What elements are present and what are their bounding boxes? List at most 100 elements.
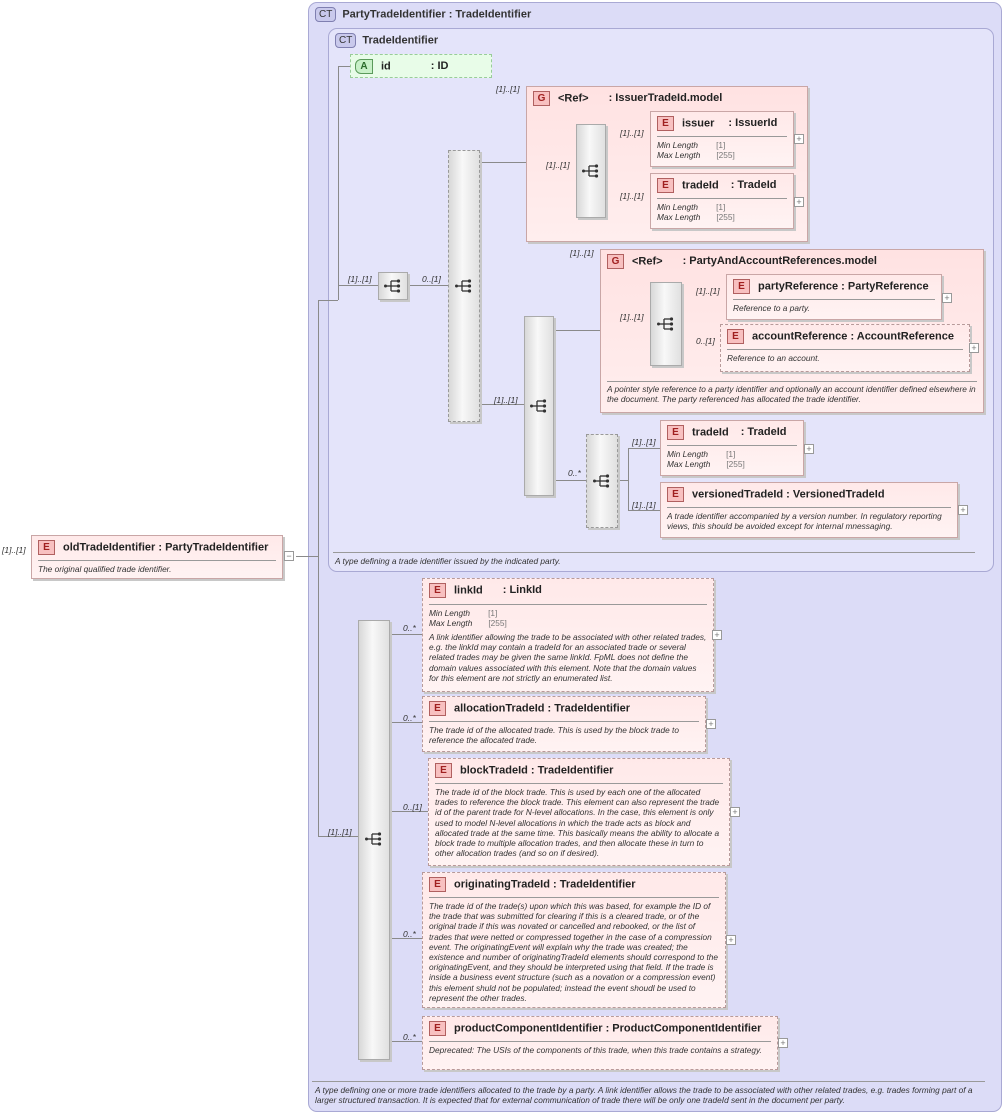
element-doc: Reference to an account. [727, 353, 820, 363]
group-name: : PartyAndAccountReferences.model [682, 255, 877, 268]
connector [338, 285, 378, 286]
sequence-compositor[interactable] [378, 272, 408, 300]
connector [628, 510, 660, 511]
expand-toggle[interactable]: + [794, 134, 804, 144]
element-icon: E [667, 425, 684, 440]
element-type: : TradeIdentifier [553, 878, 636, 891]
expand-toggle[interactable]: + [804, 444, 814, 454]
element-name: linkId [454, 584, 483, 597]
element-icon: E [667, 487, 684, 502]
outer-ct-title: PartyTradeIdentifier : TradeIdentifier [342, 8, 532, 21]
sequence-icon [384, 279, 401, 293]
attribute-name: id [381, 60, 391, 73]
sequence-compositor[interactable] [524, 316, 554, 496]
choice-compositor[interactable] [448, 150, 480, 422]
cardinality: [1]..[1] [348, 274, 372, 284]
group-ref: <Ref> [558, 92, 589, 105]
separator [607, 381, 977, 382]
expand-toggle[interactable]: + [794, 197, 804, 207]
element-name: productComponentIdentifier [454, 1022, 603, 1035]
separator [733, 299, 935, 300]
element-icon: E [429, 583, 446, 598]
element-doc: The trade id of the allocated trade. Thi… [429, 725, 679, 746]
cardinality: 0..[1] [403, 802, 422, 812]
expand-toggle[interactable]: + [969, 343, 979, 353]
cardinality: [1]..[1] [696, 286, 720, 296]
element-type: : ProductComponentIdentifier [605, 1022, 762, 1035]
element-type: : TradeId [730, 179, 777, 192]
connector [318, 300, 319, 836]
connector [628, 448, 660, 449]
expand-toggle[interactable]: + [958, 505, 968, 515]
cardinality: 0..* [403, 1032, 416, 1042]
cardinality: [1]..[1] [496, 84, 520, 94]
element-doc: The trade id of the block trade. This is… [435, 787, 720, 859]
connector [552, 480, 586, 481]
inner-ct-doc: A type defining a trade identifier issue… [335, 556, 561, 566]
element-doc: Deprecated: The USIs of the components o… [429, 1045, 762, 1055]
element-icon: E [38, 540, 55, 555]
connector [388, 634, 422, 635]
collapse-toggle[interactable]: − [284, 551, 294, 561]
element-icon: E [435, 763, 452, 778]
choice-compositor[interactable] [586, 434, 618, 528]
separator [727, 349, 963, 350]
connector [338, 66, 350, 67]
separator [38, 560, 276, 561]
sequence-compositor[interactable] [576, 124, 606, 218]
expand-toggle[interactable]: + [730, 807, 740, 817]
choice-icon [593, 474, 610, 488]
element-name: allocationTradeId [454, 702, 545, 715]
connector [388, 811, 428, 812]
separator [429, 721, 699, 722]
element-icon: E [657, 116, 674, 131]
element-type: : AccountReference [850, 330, 954, 343]
expand-toggle[interactable]: + [778, 1038, 788, 1048]
element-icon: E [429, 1021, 446, 1036]
element-type: : LinkId [502, 584, 542, 597]
element-name: originatingTradeId [454, 878, 550, 891]
group-icon: G [533, 91, 550, 106]
inner-ct-doc-separator [333, 552, 975, 553]
element-icon: E [429, 701, 446, 716]
expand-toggle[interactable]: + [712, 630, 722, 640]
cardinality: [1]..[1] [494, 395, 518, 405]
connector [478, 404, 524, 405]
expand-toggle[interactable]: + [942, 293, 952, 303]
facet-max-length: Max Length[255] [657, 212, 735, 222]
facet-min-length: Min Length[1] [429, 608, 498, 618]
group-icon: G [607, 254, 624, 269]
separator [667, 445, 797, 446]
sequence-compositor[interactable] [650, 282, 682, 366]
group-header: G<Ref>: IssuerTradeId.model [533, 91, 722, 106]
facet-min-length: Min Length[1] [657, 202, 726, 212]
cardinality: [1]..[1] [632, 500, 656, 510]
connector [478, 162, 526, 163]
sequence-compositor[interactable] [358, 620, 390, 1060]
element-name: accountReference [752, 330, 848, 343]
expand-toggle[interactable]: + [726, 935, 736, 945]
expand-toggle[interactable]: + [706, 719, 716, 729]
inner-ct-title: TradeIdentifier [362, 34, 439, 47]
